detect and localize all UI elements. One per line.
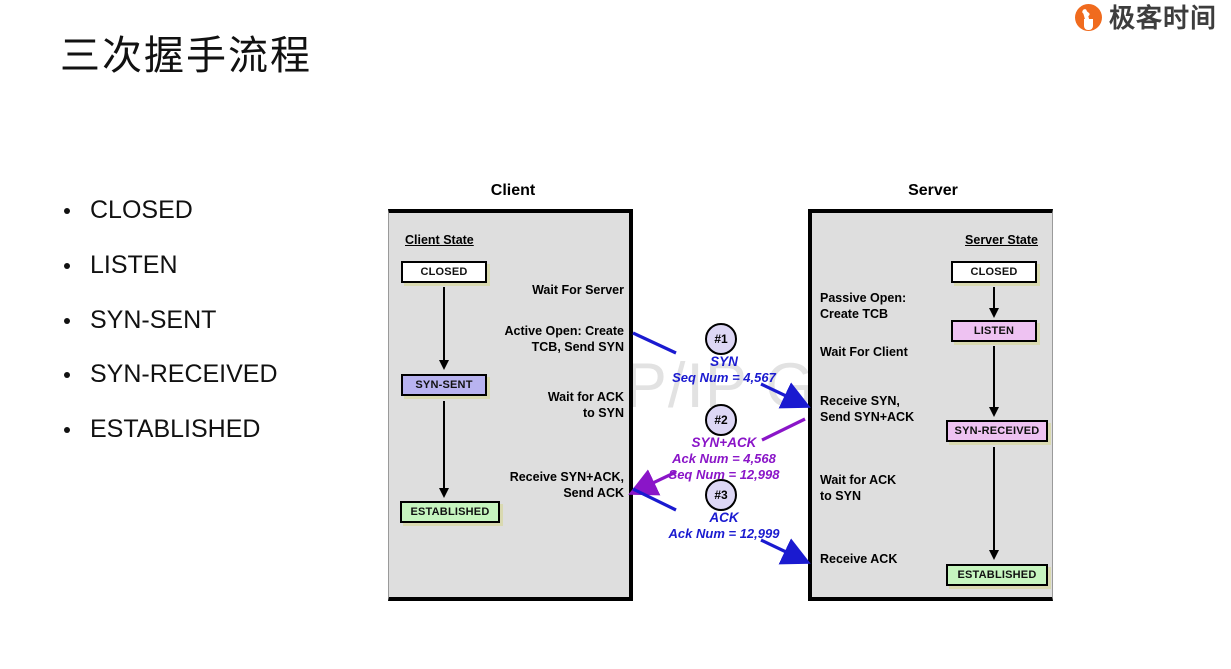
client-note-receive-syn-ack: Receive SYN+ACK, Send ACK (509, 470, 624, 500)
three-way-handshake-diagram: The TCP/IP Guide Client Server Client St… (380, 182, 1070, 612)
msg3-arrow-segment-b (760, 538, 811, 565)
client-note-active-open: Active Open: Create TCB, Send SYN (504, 324, 624, 354)
client-note-wait-for-server: Wait For Server (532, 283, 624, 297)
server-arrow-closed-to-listen (989, 287, 999, 318)
msg2-name: SYN+ACK (691, 435, 757, 450)
client-state-column-title: Client State (405, 233, 474, 247)
tcp-state-list: CLOSED LISTEN SYN-SENT SYN-RECEIVED ESTA… (60, 196, 360, 470)
list-item-label: CLOSED (90, 196, 193, 224)
server-state-established: ESTABLISHED (946, 564, 1048, 586)
msg2-number-badge: #2 (705, 404, 737, 436)
server-note-receive-syn: Receive SYN, Send SYN+ACK (820, 394, 915, 424)
list-item-label: ESTABLISHED (90, 415, 261, 443)
list-item-label: SYN-SENT (90, 305, 217, 334)
bullet-dot-icon (64, 262, 70, 269)
msg2-field-0: Ack Num = 4,568 (672, 451, 776, 467)
msg1-label: SYN Seq Num = 4,567 (639, 354, 809, 386)
client-state-closed: CLOSED (401, 261, 487, 283)
page-title: 三次握手流程 (60, 34, 312, 78)
server-note-passive-open: Passive Open: Create TCB (820, 291, 907, 321)
server-state-listen: LISTEN (951, 320, 1037, 342)
client-state-established: ESTABLISHED (400, 501, 500, 523)
msg2-field-1: Seq Num = 12,998 (668, 467, 780, 483)
list-item: SYN-RECEIVED (60, 360, 360, 389)
list-item: CLOSED (60, 196, 360, 225)
server-arrow-listen-to-syn-received (989, 346, 999, 417)
msg1-field-0: Seq Num = 4,567 (672, 370, 776, 386)
geektime-logo-icon (1074, 4, 1102, 31)
server-note-wait-for-ack: Wait for ACK to SYN (820, 473, 897, 503)
brand-logo: 极客时间 (1074, 2, 1217, 33)
msg3-arrow-segment-a (632, 487, 677, 512)
server-state-closed: CLOSED (951, 261, 1037, 283)
msg1-name: SYN (710, 354, 738, 369)
msg3-field-0: Ack Num = 12,999 (668, 526, 780, 542)
list-item: LISTEN (60, 251, 360, 280)
bullet-dot-icon (64, 372, 70, 379)
client-state-syn-sent: SYN-SENT (401, 374, 487, 396)
bullet-dot-icon (64, 317, 70, 324)
server-note-receive-ack: Receive ACK (820, 552, 898, 566)
server-state-column-title: Server State (965, 233, 1038, 247)
bullet-dot-icon (64, 208, 70, 214)
list-item: SYN-SENT (60, 306, 360, 335)
msg3-name: ACK (709, 510, 739, 525)
server-arrow-syn-received-to-established (989, 447, 999, 560)
server-note-wait-for-client: Wait For Client (820, 345, 908, 359)
client-heading: Client (490, 182, 536, 199)
server-panel: Server State (808, 209, 1053, 601)
client-arrow-closed-to-syn-sent (439, 287, 449, 370)
client-note-wait-for-ack: Wait for ACK to SYN (547, 390, 624, 420)
list-item-label: SYN-RECEIVED (90, 360, 278, 389)
list-item-label: LISTEN (90, 250, 178, 279)
brand-wordmark: 极客时间 (1108, 2, 1217, 33)
msg3-label: ACK Ack Num = 12,999 (634, 510, 814, 542)
msg1-number-badge: #1 (705, 323, 737, 355)
server-heading: Server (908, 182, 958, 199)
list-item: ESTABLISHED (60, 415, 360, 444)
server-state-syn-received: SYN-RECEIVED (946, 420, 1048, 442)
msg3-number-badge: #3 (705, 479, 737, 511)
bullet-dot-icon (64, 427, 70, 433)
client-arrow-syn-sent-to-established (439, 401, 449, 498)
msg2-label: SYN+ACK Ack Num = 4,568 Seq Num = 12,998 (634, 435, 814, 483)
